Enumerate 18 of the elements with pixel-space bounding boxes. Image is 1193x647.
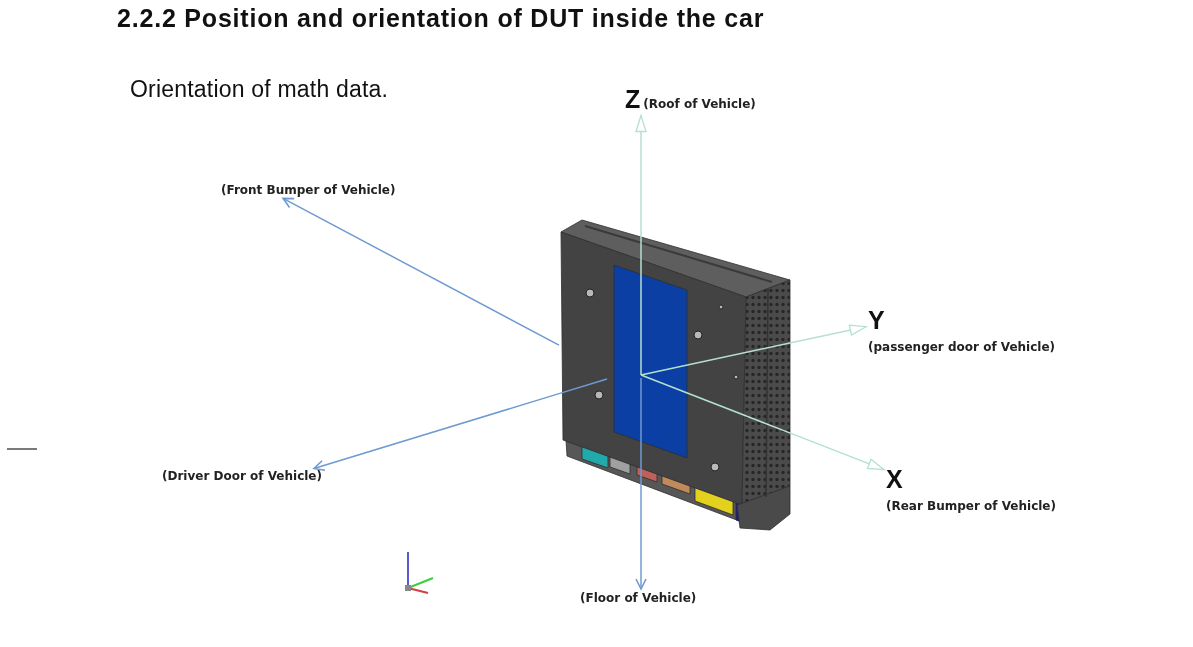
axis-label: (Roof of Vehicle) xyxy=(643,97,756,112)
section-heading: 2.2.2 Position and orientation of DUT inside the car xyxy=(117,5,765,33)
axis-arrow xyxy=(790,432,885,471)
axis-label: (Front Bumper of Vehicle) xyxy=(221,183,396,198)
axis-arrow xyxy=(635,114,647,218)
axis-label: (Driver Door of Vehicle) xyxy=(162,469,322,484)
arrow xyxy=(635,532,647,590)
arrow xyxy=(313,392,560,472)
subheading: Orientation of math data. xyxy=(130,77,389,103)
arrow xyxy=(282,197,560,346)
axis-label: (passenger door of Vehicle) xyxy=(868,339,1056,354)
axis-letter: Z xyxy=(625,86,641,114)
axis-letter: X xyxy=(886,466,903,494)
axis-arrow xyxy=(790,324,867,344)
axis-label: (Floor of Vehicle) xyxy=(580,591,697,606)
device-illustration xyxy=(559,217,791,533)
axis-letter: Y xyxy=(868,307,885,335)
axis-label: (Rear Bumper of Vehicle) xyxy=(886,498,1056,513)
